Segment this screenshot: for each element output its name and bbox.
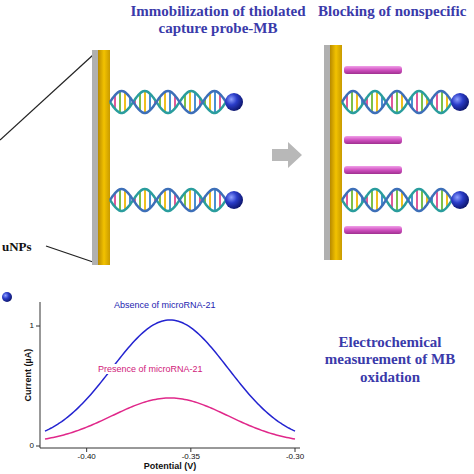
base-pair — [421, 190, 423, 210]
base-pair — [376, 91, 378, 112]
base-pair — [371, 92, 373, 112]
base-pair — [209, 191, 211, 209]
voltammogram-curve — [45, 398, 295, 439]
base-pair — [119, 189, 121, 210]
methylene-blue — [451, 191, 469, 209]
base-pair — [351, 189, 353, 211]
blocking-agent — [344, 166, 402, 174]
base-pair — [351, 91, 353, 113]
dna-strand — [110, 189, 226, 211]
base-pair — [396, 189, 398, 211]
base-pair — [214, 189, 216, 211]
methylene-blue — [225, 93, 243, 111]
base-pair — [214, 91, 216, 113]
panel-heading: Immobilization of thiolated capture prob… — [118, 3, 318, 38]
tick — [36, 326, 40, 327]
methylene-blue — [225, 191, 243, 209]
base-pair — [416, 91, 418, 112]
dna-strand — [110, 91, 226, 113]
panel-heading: Blocking of nonspecific — [318, 3, 472, 20]
blocking-agent — [344, 226, 402, 234]
base-pair — [376, 189, 378, 210]
base-pair — [144, 189, 146, 211]
curve-label: Presence of microRNA-21 — [96, 364, 205, 374]
base-pair — [436, 191, 438, 210]
tick — [86, 448, 87, 452]
base-pair — [396, 91, 398, 113]
tick-label: -0.35 — [182, 452, 200, 461]
gold-electrode — [330, 45, 342, 260]
base-pair — [441, 189, 443, 211]
axis-title: Potential (V) — [144, 461, 197, 471]
blocking-agent — [344, 136, 402, 144]
axis-title: Current (µA) — [23, 349, 33, 402]
electrode-base — [92, 50, 98, 265]
base-pair — [164, 190, 166, 210]
tick-label: -0.30 — [286, 452, 304, 461]
mb-dot — [2, 292, 12, 302]
base-pair — [139, 93, 141, 111]
dna-strand — [342, 189, 452, 211]
voltammogram-curve — [45, 320, 295, 431]
tick — [190, 448, 191, 452]
callout-line — [46, 246, 93, 262]
base-pair — [436, 93, 438, 112]
dna-strand — [342, 91, 452, 113]
process-arrow — [272, 142, 302, 168]
x-axis — [40, 448, 300, 449]
base-pair — [169, 189, 171, 210]
base-pair — [189, 91, 191, 113]
tick — [36, 446, 40, 447]
base-pair — [194, 92, 196, 111]
y-axis — [40, 302, 41, 448]
base-pair — [124, 190, 126, 210]
base-pair — [356, 191, 358, 210]
tick-label: -0.40 — [78, 452, 96, 461]
methylene-blue — [451, 93, 469, 111]
dna-strand — [110, 91, 226, 113]
electrode-base — [324, 45, 330, 260]
dna-strand — [110, 189, 226, 211]
base-pair — [189, 189, 191, 211]
base-pair — [371, 190, 373, 210]
base-pair — [421, 92, 423, 112]
curve-label: Absence of microRNA-21 — [112, 300, 218, 310]
dna-strand — [342, 91, 452, 113]
base-pair — [416, 189, 418, 210]
base-pair — [194, 190, 196, 209]
base-pair — [119, 91, 121, 112]
dna-strand — [342, 189, 452, 211]
panel-heading: Electrochemical measurement of MB oxidat… — [310, 334, 470, 386]
base-pair — [356, 93, 358, 112]
base-pair — [169, 91, 171, 112]
tick-label: 1 — [30, 321, 34, 330]
base-pair — [441, 91, 443, 113]
callout-line — [0, 55, 93, 140]
blocking-agent — [344, 66, 402, 74]
base-pair — [144, 91, 146, 113]
tick-label: 0 — [30, 441, 34, 450]
tick — [295, 448, 296, 452]
base-pair — [124, 92, 126, 112]
base-pair — [209, 93, 211, 111]
gold-electrode — [98, 50, 110, 265]
base-pair — [164, 92, 166, 112]
part-label: uNPs — [2, 240, 32, 255]
base-pair — [139, 191, 141, 209]
